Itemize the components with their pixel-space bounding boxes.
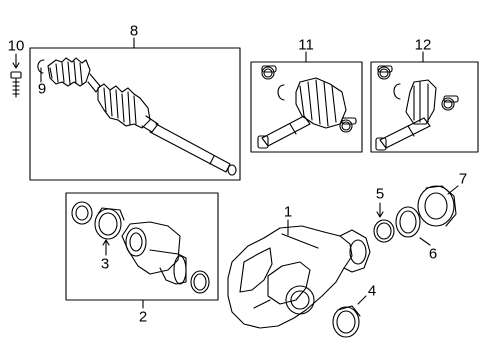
seal-ring-part-6 — [395, 206, 421, 238]
callout-8: 8 — [129, 22, 139, 40]
flange-kit-part-2 — [71, 201, 210, 294]
drive-shaft-part-8 — [47, 57, 237, 176]
boot-kit-part-12 — [375, 65, 459, 151]
boot-kit-part-11 — [257, 65, 357, 149]
group-box-12 — [370, 61, 479, 153]
group-box-8 — [29, 47, 241, 181]
callout-5: 5 — [375, 185, 385, 203]
callout-1: 1 — [283, 203, 293, 221]
callout-6: 6 — [428, 245, 438, 263]
differential-housing-part-1 — [227, 225, 371, 329]
cover-part-7 — [417, 185, 457, 227]
bolt-part-10 — [10, 71, 22, 98]
group-box-2 — [65, 192, 219, 301]
circlip-part-9 — [37, 59, 45, 74]
callout-11: 11 — [298, 36, 314, 54]
callout-3: 3 — [100, 255, 110, 273]
callout-12: 12 — [414, 36, 432, 54]
o-ring-part-5 — [373, 219, 395, 243]
seal-part-4 — [332, 305, 361, 338]
callout-7: 7 — [458, 170, 468, 188]
callout-9: 9 — [37, 80, 47, 98]
callout-2: 2 — [138, 308, 148, 326]
callout-10: 10 — [7, 37, 25, 55]
callout-4: 4 — [367, 282, 377, 300]
